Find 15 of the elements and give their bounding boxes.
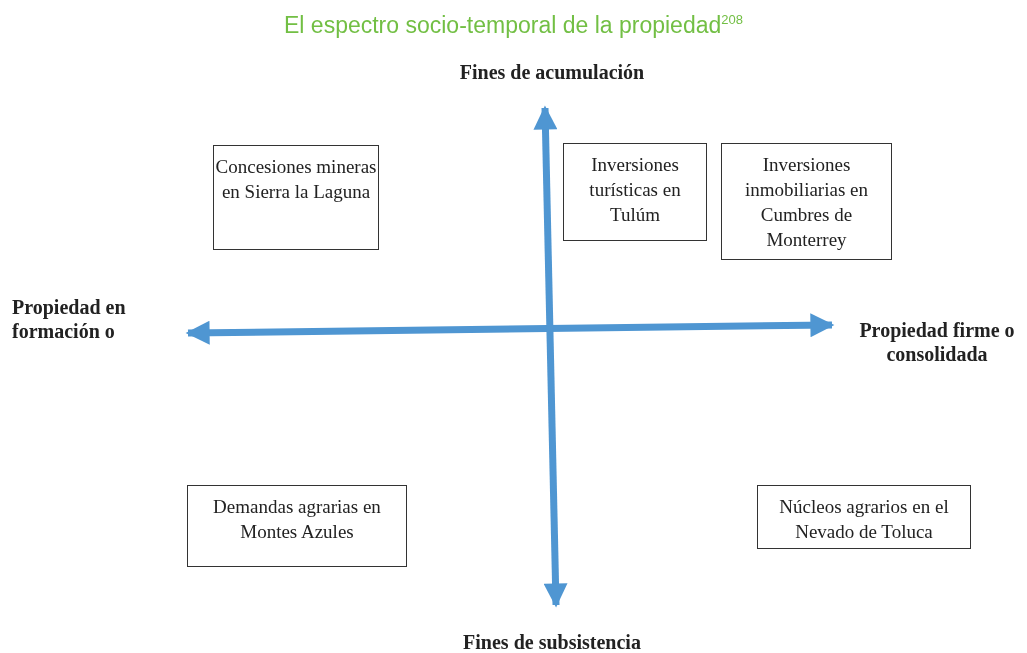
box-text: Demandas agrarias en Montes Azules <box>212 495 382 544</box>
axis-label: Fines de subsistencia <box>462 630 642 653</box>
axis-label: Propiedad en formación o <box>12 295 127 343</box>
box-text: Concesiones mineras en Sierra la Laguna <box>214 155 378 204</box>
axis-label: Propiedad firme o consolidada <box>858 318 1016 366</box>
box-text: Núcleos agrarios en el Nevado de Toluca <box>778 495 950 544</box>
quadrant-box <box>187 485 407 567</box>
quadrant-box <box>721 143 892 260</box>
title: El espectro socio-temporal de la propiedad$^{208}$ <box>283 12 744 39</box>
box-text: Inversiones turísticas en Tulúm <box>588 153 682 227</box>
quadrant-box <box>757 485 971 549</box>
quadrant-box <box>563 143 707 241</box>
quadrant-box <box>213 145 379 250</box>
box-text: Inversiones inmobiliarias en Cumbres de Monterrey <box>744 153 869 252</box>
axis-label: Fines de acumulación <box>458 60 646 84</box>
